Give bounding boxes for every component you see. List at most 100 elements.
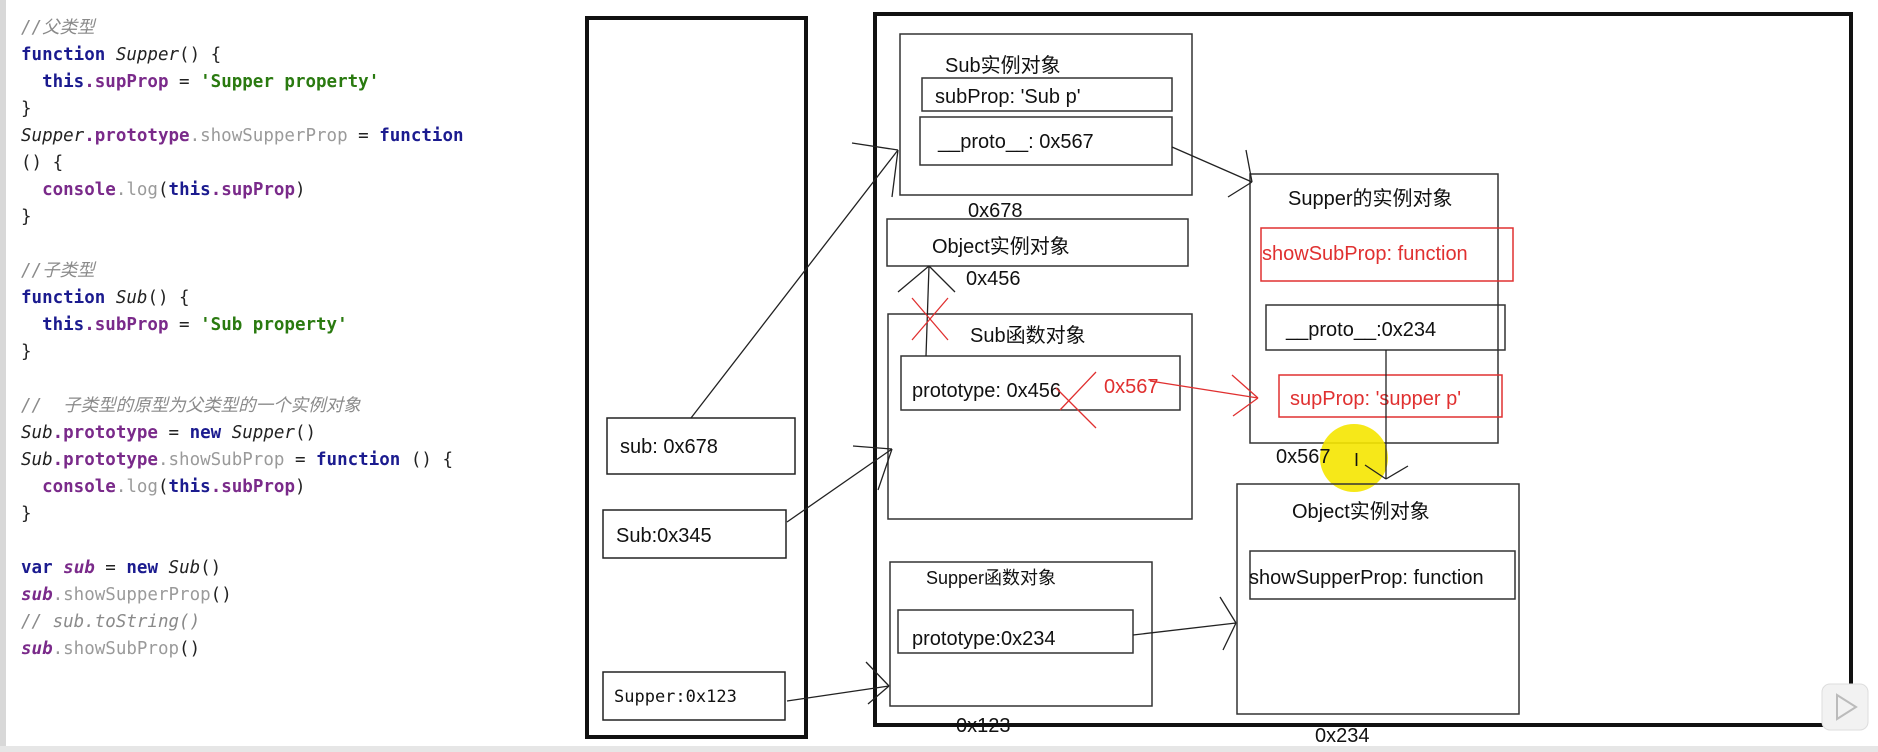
code-token: () { <box>400 450 453 470</box>
supper-instance-proto: __proto__:0x234 <box>1285 319 1436 341</box>
sub-function-prototype: prototype: 0x456 <box>912 380 1061 402</box>
code-line: console.log(this.supProp) <box>21 177 575 204</box>
sub-instance-object: Sub实例对象 subProp: 'Sub p' __proto__: 0x56… <box>899 33 1193 222</box>
code-line: // sub.toString() <box>21 609 575 636</box>
arrow-prototype-to-object <box>1132 596 1237 651</box>
code-token: } <box>21 207 32 227</box>
cross-mark-icon <box>1055 371 1097 429</box>
code-line: console.log(this.subProp) <box>21 474 575 501</box>
code-line: Sub.prototype = new Supper() <box>21 420 575 447</box>
code-token: function <box>316 450 401 470</box>
code-token: = <box>347 126 380 146</box>
cross-mark-icon <box>911 297 949 341</box>
code-line: Supper.prototype.showSupperProp = functi… <box>21 123 575 150</box>
cursor-highlight <box>1320 424 1388 492</box>
sub-function-object: Sub函数对象 prototype: 0x456 0x567 <box>887 313 1193 520</box>
object-instance-2: Object实例对象 showSupperProp: function 0x23… <box>1236 483 1520 747</box>
code-token: .supProp <box>84 72 169 92</box>
code-token: () { <box>147 288 190 308</box>
object-instance-2-showsupperprop: showSupperProp: function <box>1249 567 1484 589</box>
code-token: .prototype <box>52 423 158 443</box>
code-token: console <box>21 477 116 497</box>
arrow-proto-to-supper-instance <box>1171 146 1253 198</box>
code-token: ) <box>294 477 306 497</box>
code-token: new <box>126 558 169 578</box>
reference-arrows <box>690 142 1409 705</box>
sub-instance-title: Sub实例对象 <box>945 54 1061 77</box>
code-token: = <box>168 72 201 92</box>
stack-var-sub-fn-label: Sub:0x345 <box>616 525 712 547</box>
code-token: .subProp <box>210 477 295 497</box>
stack-var-sub-label: sub: 0x678 <box>620 436 718 458</box>
code-token: var <box>21 558 64 578</box>
sub-function-title: Sub函数对象 <box>970 324 1086 347</box>
code-token: ) <box>294 180 306 200</box>
code-token: console <box>21 180 116 200</box>
code-token: Supper <box>231 423 295 443</box>
code-token: } <box>21 99 32 119</box>
code-token: } <box>21 504 32 524</box>
code-token: Supper <box>21 126 85 146</box>
supper-instance-title: Supper的实例对象 <box>1288 187 1453 210</box>
stack-var-sub-fn <box>602 509 787 559</box>
code-token: this <box>168 477 211 497</box>
arrow-prototype-to-supper-instance <box>1149 374 1259 417</box>
code-token: function <box>379 126 464 146</box>
code-token: //子类型 <box>21 261 95 281</box>
sub-function-prototype-new: 0x567 <box>1104 376 1159 398</box>
play-icon[interactable] <box>1821 683 1869 731</box>
code-token: ( <box>157 477 169 497</box>
code-token: Sub <box>21 450 53 470</box>
object-instance-2-address: 0x234 <box>1315 725 1370 747</box>
code-token: this <box>21 315 85 335</box>
sub-instance-subprop: subProp: 'Sub p' <box>935 86 1081 108</box>
arrow-sub-to-instance <box>690 142 899 419</box>
object-instance-1-address: 0x456 <box>966 268 1021 290</box>
code-token: .prototype <box>52 450 158 470</box>
code-token: 'Supper property' <box>200 72 380 92</box>
code-line: () { <box>21 150 575 177</box>
code-line: function Sub() { <box>21 285 575 312</box>
stack-var-supper-fn-label: Supper:0x123 <box>614 687 737 707</box>
code-token: .subProp <box>84 315 169 335</box>
code-line: var sub = new Sub() <box>21 555 575 582</box>
code-token: .showSupperProp <box>189 126 348 146</box>
code-token: //父类型 <box>21 18 95 38</box>
code-token: sub <box>21 639 53 659</box>
supper-function-address: 0x123 <box>956 715 1011 737</box>
code-line: sub.showSubProp() <box>21 636 575 663</box>
code-line: } <box>21 96 575 123</box>
code-line: function Supper() { <box>21 42 575 69</box>
code-token: = <box>284 450 317 470</box>
code-token: () { <box>179 45 222 65</box>
code-token: () <box>294 423 317 443</box>
code-token: this <box>168 180 211 200</box>
code-line: // 子类型的原型为父类型的一个实例对象 <box>21 393 575 420</box>
code-token: .showSubProp <box>157 450 285 470</box>
text-cursor-icon: I <box>1354 450 1359 470</box>
arrow-supperfn-to-function <box>786 661 890 705</box>
stack-var-sub <box>606 417 796 475</box>
code-line: } <box>21 501 575 528</box>
code-token: = <box>168 315 201 335</box>
red-annotations <box>911 297 1259 429</box>
code-line: //子类型 <box>21 258 575 285</box>
code-token: ( <box>157 180 169 200</box>
object-instance-2-title: Object实例对象 <box>1292 500 1430 523</box>
code-line: this.supProp = 'Supper property' <box>21 69 575 96</box>
code-token: .showSubProp <box>52 639 180 659</box>
code-line: } <box>21 204 575 231</box>
code-token: .prototype <box>84 126 190 146</box>
code-token: .log <box>115 477 158 497</box>
supper-instance-object: Supper的实例对象 showSubProp: function __prot… <box>1249 173 1514 444</box>
arrow-subfn-to-function <box>786 445 893 523</box>
code-line: sub.showSupperProp() <box>21 582 575 609</box>
code-token: 'Sub property' <box>200 315 348 335</box>
sub-instance-address: 0x678 <box>968 200 1023 222</box>
code-line: } <box>21 339 575 366</box>
object-instance-1-title: Object实例对象 <box>932 235 1070 258</box>
arrow-prototype-to-object-1 <box>897 265 956 357</box>
code-token: // 子类型的原型为父类型的一个实例对象 <box>21 396 361 416</box>
